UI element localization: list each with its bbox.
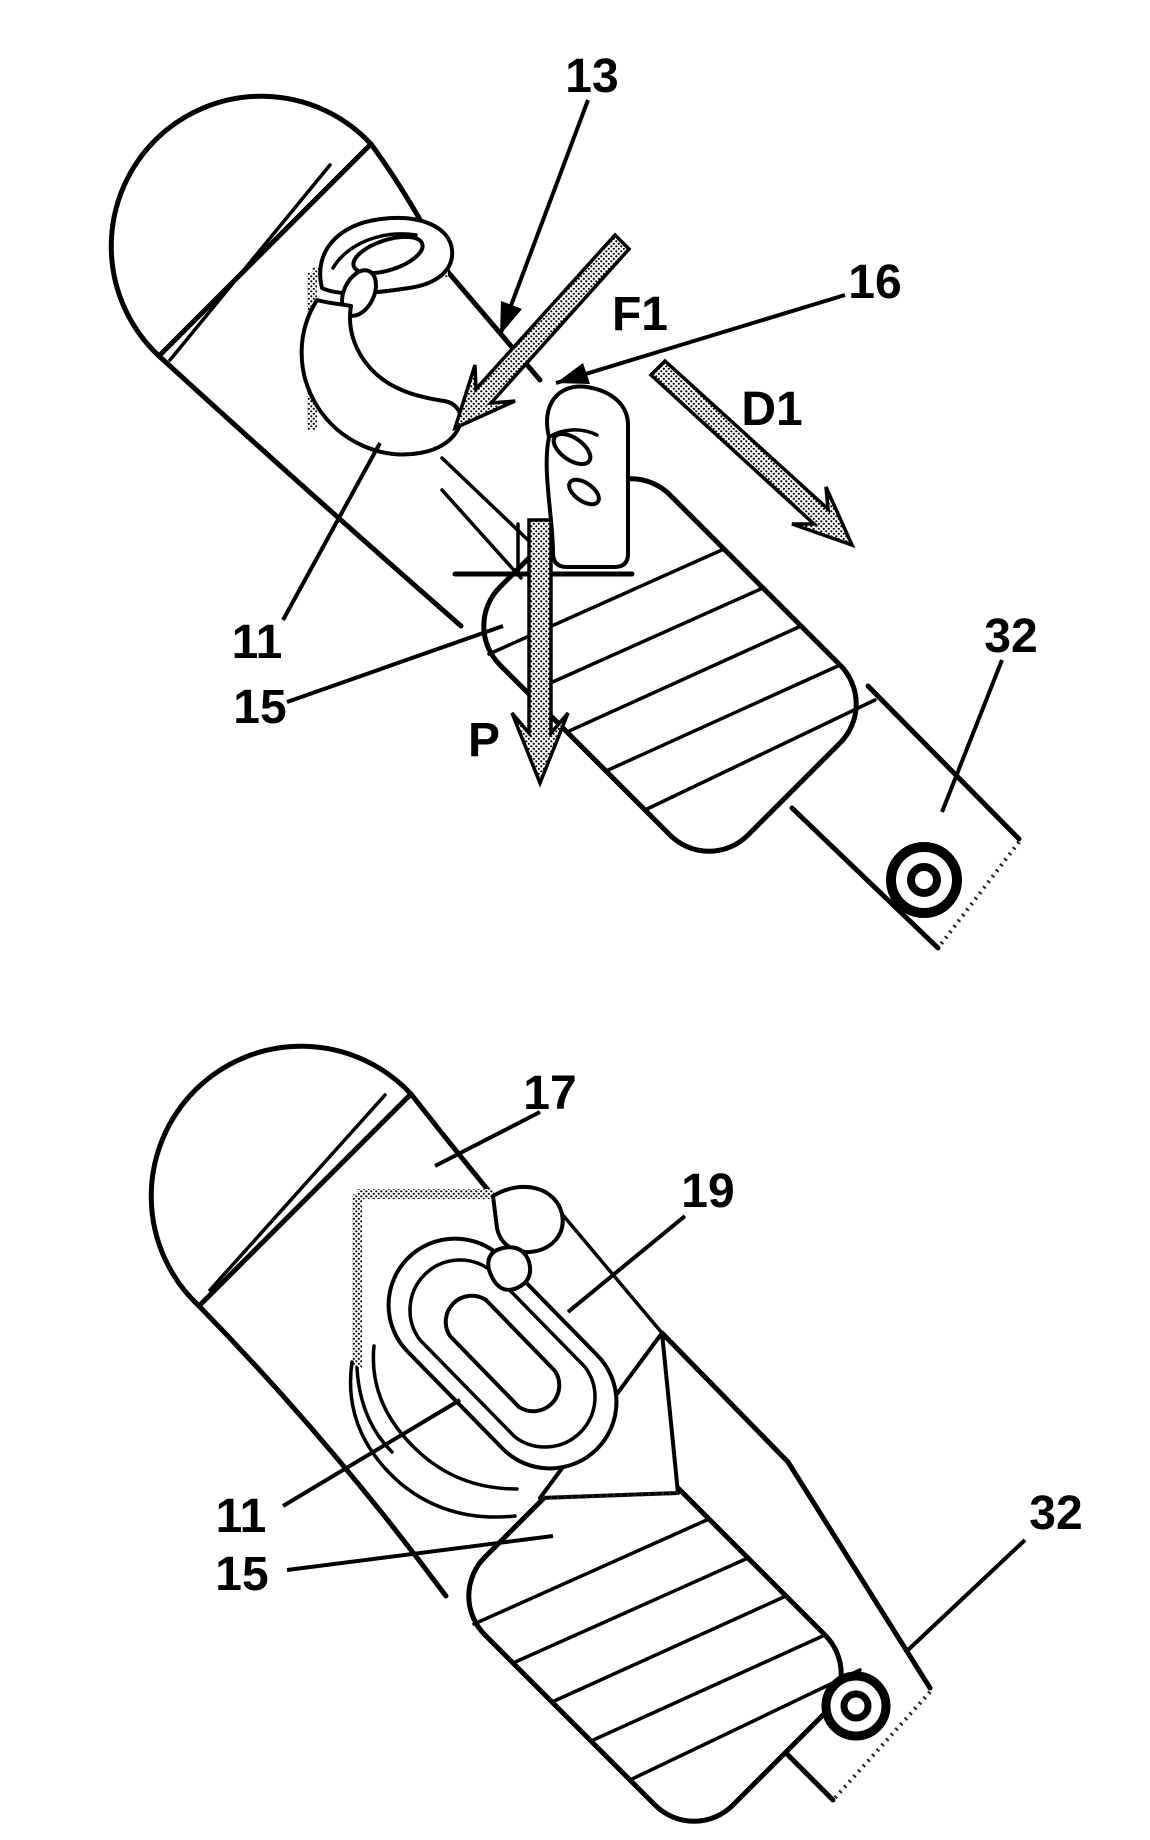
leader-arrowhead — [500, 301, 522, 335]
reference-label-19: 19 — [681, 1165, 734, 1218]
reference-label-15: 15 — [215, 1548, 268, 1601]
cap-seam-line — [208, 1093, 387, 1292]
snap-rivet-inner — [840, 1690, 872, 1722]
leader-line — [940, 659, 1004, 813]
hook-knob — [486, 1245, 533, 1292]
force-arrow-f1 — [452, 232, 632, 432]
knob-detail — [567, 477, 601, 507]
reference-label-11: 11 — [232, 616, 283, 669]
figure-1-assembly — [108, 93, 1022, 951]
body-right-edge — [659, 1330, 791, 1465]
leader-line — [281, 442, 382, 621]
reference-label-16: 16 — [848, 256, 901, 309]
latch-slot — [443, 1293, 562, 1414]
strap-bottom-edge — [831, 1690, 932, 1802]
arm-contour — [371, 1344, 519, 1491]
reference-label-11: 11 — [216, 1490, 267, 1543]
leader-line — [286, 624, 504, 704]
force-arrow-p — [510, 518, 570, 788]
reference-label-32: 32 — [984, 610, 1037, 663]
reference-label-15: 15 — [233, 681, 286, 734]
strap — [788, 686, 1022, 950]
body-top-edge — [408, 1091, 496, 1199]
reference-label-f1: F1 — [612, 288, 668, 341]
leader-line — [566, 1214, 687, 1314]
body-lower-edge — [156, 353, 464, 629]
latch-loop-inner — [408, 1258, 597, 1449]
surface-bands — [472, 1517, 862, 1782]
reference-label-13: 13 — [565, 50, 618, 103]
reference-label-17: 17 — [523, 1067, 576, 1120]
strap-left-edge — [789, 805, 941, 951]
catch-knob — [544, 384, 630, 569]
clip-arm — [299, 298, 463, 457]
neck-line — [440, 488, 523, 580]
knob-detail — [551, 431, 593, 467]
clip-hole — [351, 234, 425, 276]
reference-label-32: 32 — [1029, 1487, 1082, 1540]
force-arrow-d1 — [648, 358, 856, 548]
leader-line — [434, 1110, 541, 1168]
dome-cap — [108, 93, 374, 359]
dome-cap — [148, 1043, 414, 1309]
leader-line — [555, 293, 846, 385]
strap-top-edge — [785, 1459, 933, 1691]
strap-bottom-edge — [936, 840, 1021, 950]
catch-knob-lip — [547, 428, 599, 439]
neck-line — [440, 456, 530, 542]
strap-top-edge — [865, 683, 1022, 842]
snap-rivet-inner — [907, 863, 941, 897]
clip-head-detail — [331, 232, 418, 270]
reference-label-p: P — [468, 714, 500, 767]
leader-arrowhead — [556, 363, 590, 384]
hook — [491, 1185, 565, 1255]
arm-contour — [348, 1360, 517, 1519]
leader-line — [286, 1534, 554, 1572]
reference-label-d1: D1 — [741, 383, 802, 436]
figure-2-assembly — [148, 1043, 933, 1824]
leader-line — [281, 1398, 462, 1508]
leader-line — [906, 1538, 1027, 1652]
leader-line — [498, 99, 590, 336]
cap-seam-line — [168, 163, 332, 362]
